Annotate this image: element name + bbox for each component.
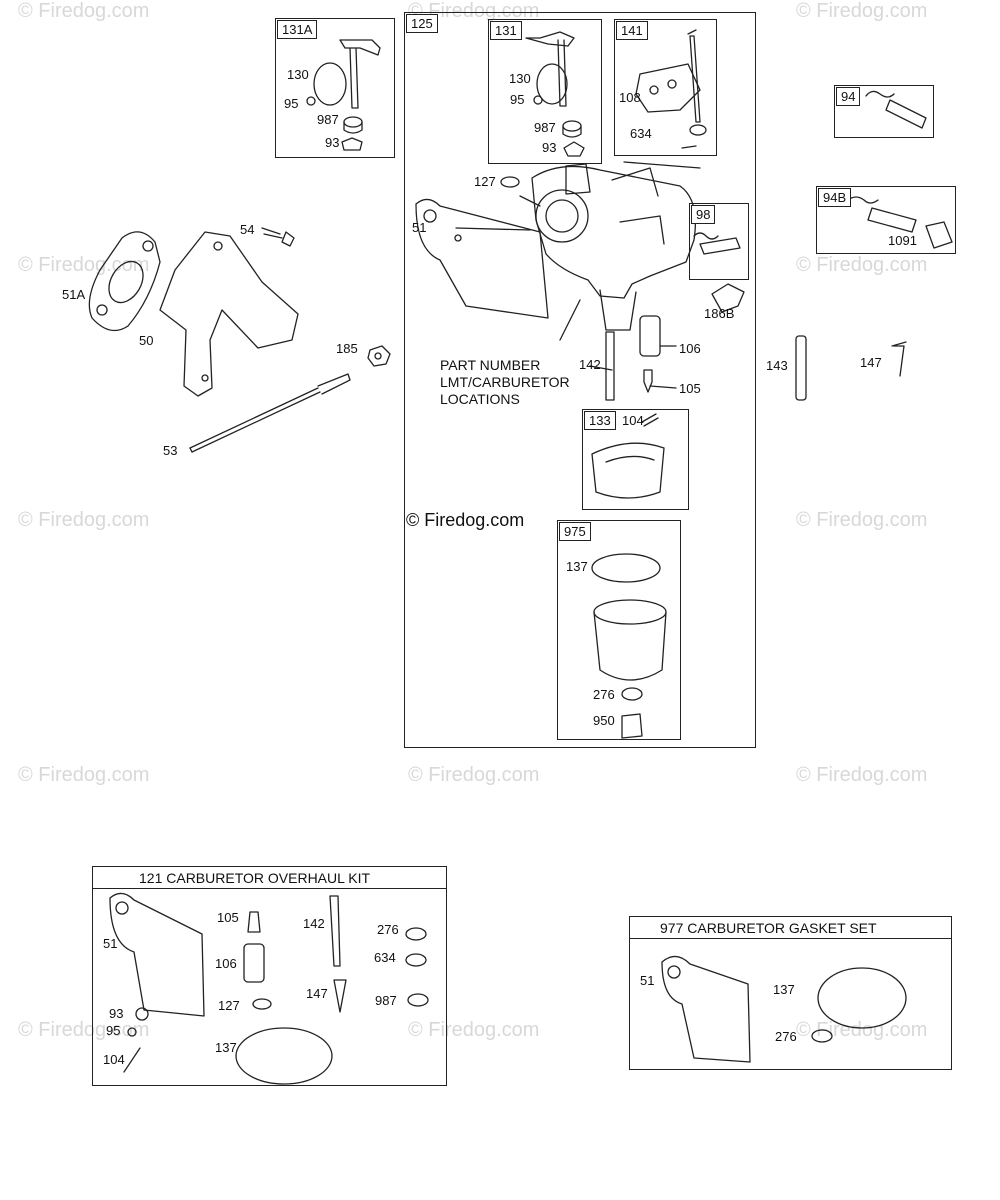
part-label: 127	[218, 998, 240, 1013]
part-label: 634	[374, 950, 396, 965]
part-label: 950	[593, 713, 615, 728]
part-label: 53	[163, 443, 178, 458]
box-label-131: 131	[490, 21, 522, 40]
throttle-shaft-part	[339, 39, 381, 109]
note-line: LMT/CARBURETOR	[440, 374, 570, 390]
callout-box-131A	[275, 18, 395, 158]
intake-elbow-part	[159, 231, 299, 397]
choke-plate-part	[635, 63, 701, 113]
kit-121-title: 121 CARBURETOR OVERHAUL KIT	[93, 867, 446, 889]
watermark: © Firedog.com	[18, 0, 150, 22]
part-label: 186B	[704, 306, 735, 321]
part-label: 147	[860, 355, 882, 370]
box-label-125: 125	[406, 14, 438, 33]
part-label: 93	[542, 140, 557, 155]
watermark: © Firedog.com	[796, 1019, 928, 1041]
part-label: 634	[630, 126, 652, 141]
watermark: © Firedog.com	[18, 254, 150, 276]
part-label: 105	[679, 381, 701, 396]
part-label: 276	[377, 922, 399, 937]
part-label: 93	[325, 135, 340, 150]
callout-box-133	[582, 409, 689, 510]
watermark: © Firedog.com	[796, 509, 928, 531]
callout-box-125	[404, 12, 756, 748]
part-label: 95	[106, 1023, 121, 1038]
part-label: 106	[679, 341, 701, 356]
callout-box-141	[614, 19, 717, 156]
part-label: 104	[622, 413, 644, 428]
part-label: 137	[773, 982, 795, 997]
plug-part	[341, 137, 363, 151]
part-label: 50	[139, 333, 154, 348]
carburetor-body-part	[531, 165, 697, 299]
throttle-plate-part	[313, 62, 347, 106]
note-line: LOCATIONS	[440, 391, 520, 407]
box-label-94B: 94B	[818, 188, 852, 207]
part-label: 185	[336, 341, 358, 356]
callout-box-94	[834, 85, 934, 138]
gasket-part	[88, 231, 161, 332]
part-label: 51A	[62, 287, 86, 302]
part-label: 276	[593, 687, 615, 702]
box-label-133: 133	[584, 411, 616, 430]
watermark: © Firedog.com	[18, 764, 150, 786]
stud-part	[189, 373, 351, 453]
callout-box-131	[488, 19, 602, 164]
kit-121-box: 121 CARBURETOR OVERHAUL KIT	[92, 866, 447, 1086]
box-label-131A: 131A	[277, 20, 318, 39]
box-label-975: 975	[559, 522, 591, 541]
part-label: 51	[103, 936, 118, 951]
box-label-98: 98	[691, 205, 716, 224]
part-label: 987	[317, 112, 339, 127]
watermark: © Firedog.com	[18, 1019, 150, 1041]
watermark: © Firedog.com	[408, 764, 540, 786]
part-label: 130	[287, 67, 309, 82]
kit-977-title: 977 CARBURETOR GASKET SET	[630, 917, 951, 939]
note-line: PART NUMBER	[440, 357, 541, 373]
watermark: © Firedog.com	[796, 0, 928, 22]
callout-box-94B	[816, 186, 956, 254]
callout-box-975	[557, 520, 681, 740]
part-label: 95	[284, 96, 299, 111]
watermark: © Firedog.com	[796, 254, 928, 276]
watermark: © Firedog.com	[796, 764, 928, 786]
part-label: 137	[566, 559, 588, 574]
part-label: 987	[375, 993, 397, 1008]
part-label: 105	[217, 910, 239, 925]
part-label: 106	[215, 956, 237, 971]
kit-977-box: 977 CARBURETOR GASKET SET	[629, 916, 952, 1070]
copyright-text: © Firedog.com	[406, 510, 525, 530]
part-label: 137	[215, 1040, 237, 1055]
box-label-141: 141	[616, 21, 648, 40]
part-label: 147	[306, 986, 328, 1001]
gasket-part	[415, 198, 549, 319]
part-number-note: PART NUMBER LMT/CARBURETOR LOCATIONS	[440, 357, 570, 408]
part-label: 104	[103, 1052, 125, 1067]
part-label: 51	[640, 973, 655, 988]
part-label: 51	[412, 220, 427, 235]
watermark: © Firedog.com	[408, 0, 540, 22]
part-label: 987	[534, 120, 556, 135]
watermark: © Firedog.com	[408, 1019, 540, 1041]
part-label: 130	[509, 71, 531, 86]
part-label: 1091	[888, 233, 917, 248]
part-label: 142	[303, 916, 325, 931]
box-label-94: 94	[836, 87, 861, 106]
part-label: 108	[619, 90, 641, 105]
part-label: 142	[579, 357, 601, 372]
part-label: 143	[766, 358, 788, 373]
part-label: 54	[240, 222, 255, 237]
watermark: © Firedog.com	[18, 509, 150, 531]
part-label: 95	[510, 92, 525, 107]
part-label: 93	[109, 1006, 124, 1021]
callout-box-98	[689, 203, 749, 280]
part-label: 276	[775, 1029, 797, 1044]
part-label: 127	[474, 174, 496, 189]
